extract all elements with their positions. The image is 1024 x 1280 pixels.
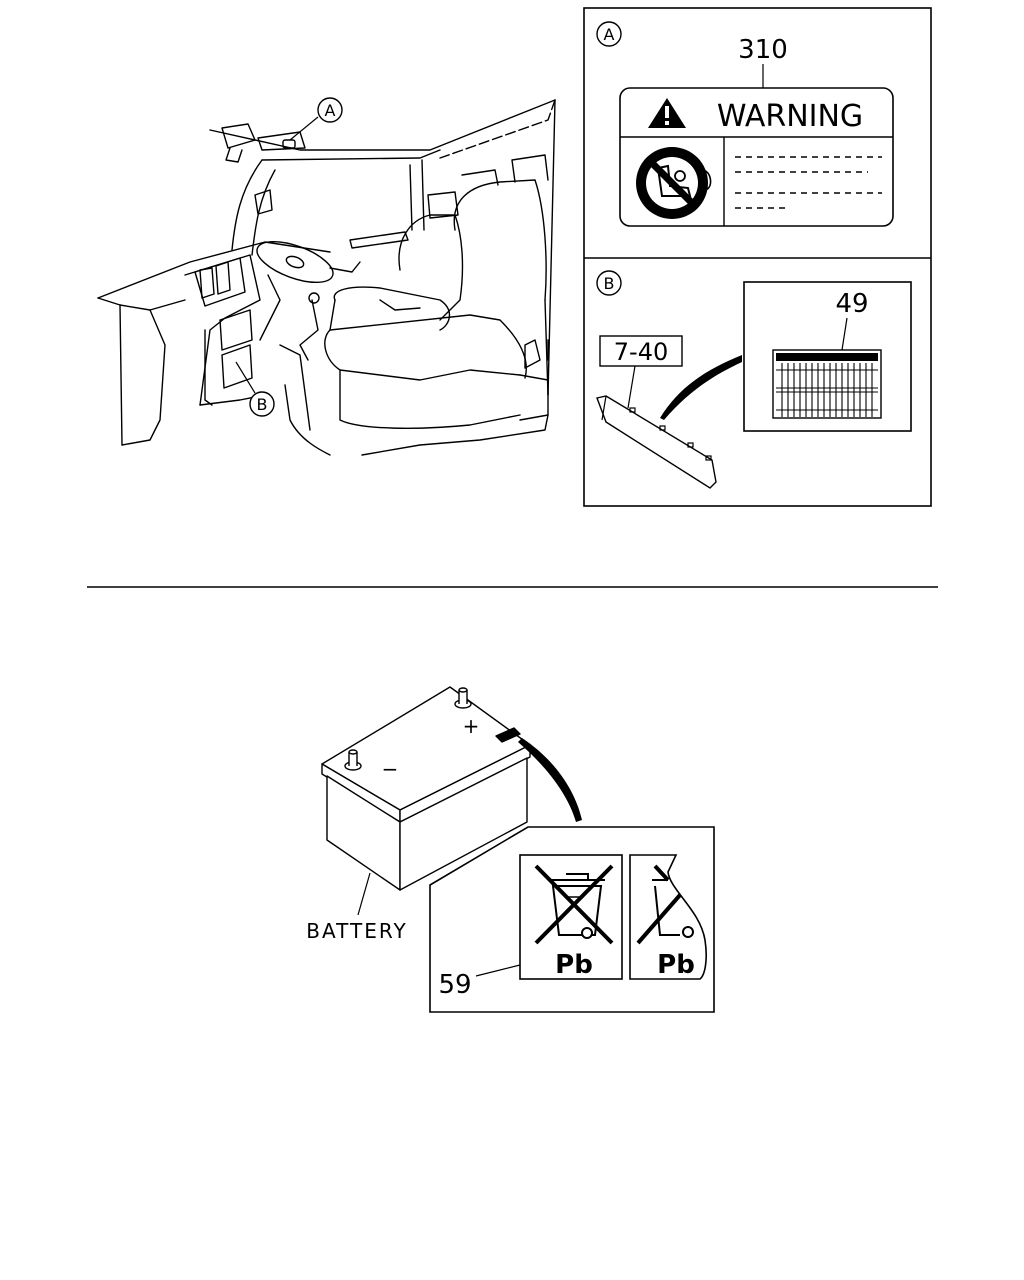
callout-b-letter: B <box>257 395 268 414</box>
pointer-arrow-battery <box>518 738 582 822</box>
positive-sign: + <box>463 714 480 738</box>
part-number-49: 49 <box>835 289 868 319</box>
view-a-letter: A <box>604 25 615 44</box>
warning-triangle-icon <box>648 98 686 128</box>
view-a-warning-label: A 310 WARNING <box>596 21 894 227</box>
negative-terminal <box>344 749 362 771</box>
battery-label-detail: 59 Pb Pb <box>429 826 715 1013</box>
view-b-panel-label: B 7-40 49 <box>596 270 912 489</box>
battery-illustration <box>321 686 531 891</box>
part-number-59: 59 <box>438 970 471 1000</box>
label-text-placeholder-lines <box>735 156 882 209</box>
negative-sign: − <box>382 757 399 781</box>
fuse-label-icon <box>772 349 882 419</box>
pb-symbol: Pb <box>555 950 593 980</box>
callout-b-cab: B <box>235 361 275 417</box>
part-number-310: 310 <box>738 35 788 65</box>
crossed-out-wheelie-bin-icon-partial <box>636 864 694 945</box>
panel-cover <box>596 395 717 489</box>
callout-a-cab: A <box>289 97 343 141</box>
pointer-arrow-b <box>660 355 742 420</box>
crossed-out-wheelie-bin-icon <box>534 864 614 945</box>
warning-heading: WARNING <box>717 99 863 134</box>
cab-interior-illustration <box>97 99 556 456</box>
detail-panel <box>583 7 932 507</box>
positive-terminal <box>454 687 472 709</box>
peeled-label <box>629 854 707 980</box>
pb-symbol-peeled: Pb <box>657 950 695 980</box>
view-b-letter: B <box>604 274 615 293</box>
no-child-seat-airbag-icon <box>636 147 712 219</box>
part-number-7-40: 7-40 <box>614 338 668 366</box>
battery-name: BATTERY <box>306 919 407 943</box>
callout-a-letter: A <box>325 101 336 120</box>
